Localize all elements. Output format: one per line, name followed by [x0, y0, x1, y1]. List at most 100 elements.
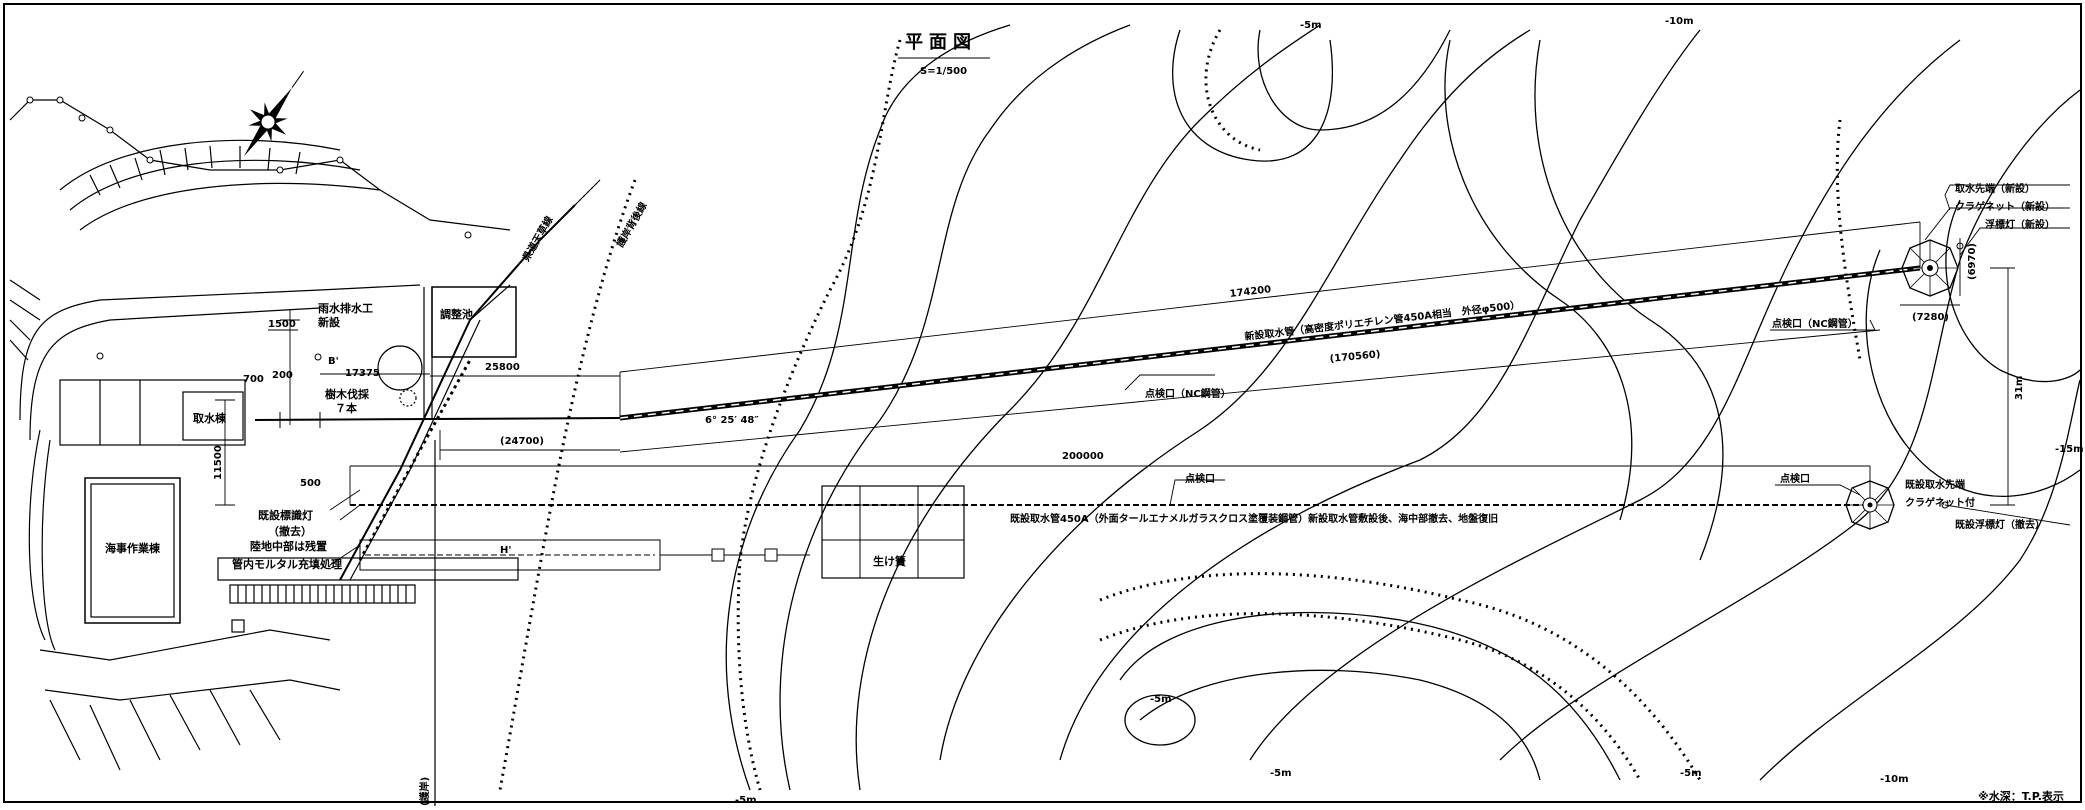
dim-170560: (170560) — [1329, 349, 1381, 365]
scalloped-contour — [1204, 29, 1261, 152]
survey-point — [336, 156, 344, 164]
contour-line — [725, 24, 1011, 791]
shoal-contour — [1124, 694, 1196, 746]
existing-pipe-label: 既設取水管450A（外面タールエナメルガラスクロス塗覆装鋼管）新設取水管敷設後、… — [1010, 512, 1498, 525]
coast-road — [28, 429, 46, 641]
tree-cut-label: 樹木伐採 — [325, 387, 370, 401]
pipe-lines — [254, 265, 1921, 579]
contour-line — [1759, 379, 2081, 781]
rain-drain-circle — [377, 345, 423, 391]
survey-point — [26, 96, 34, 104]
dim-6970: (6970) — [1967, 243, 1978, 280]
depth-label: -5m — [1150, 694, 1172, 705]
stairs — [229, 584, 416, 604]
leader — [1959, 227, 2070, 256]
depth-label: -5m — [1270, 768, 1292, 779]
leader — [1924, 207, 2070, 241]
intake-building-label: 取水棟 — [193, 411, 227, 425]
depth-label: -5m — [735, 795, 757, 806]
land-part-remain-label: 陸地中部は残置 — [250, 539, 327, 553]
depth-label: -5m — [1680, 768, 1702, 779]
survey-point — [56, 96, 64, 104]
survey-point — [106, 126, 114, 134]
dim-17375: 17375 — [345, 368, 380, 379]
rain-drain-new-label: 新設 — [318, 315, 341, 329]
contour-line — [1499, 89, 2081, 761]
hillside-hatch — [59, 139, 381, 231]
scalloped-contour — [1835, 119, 1862, 361]
dimension-lines — [215, 184, 2071, 566]
dim-200000: 200000 — [1062, 451, 1104, 462]
small-structure — [231, 619, 245, 633]
coast-road — [19, 284, 421, 421]
existing-lamp-removed-label: （撤去） — [268, 524, 312, 538]
drawing-scale: S=1/500 — [920, 66, 967, 77]
existing-net-label: クラゲネット付 — [1905, 496, 1975, 509]
tree-count-label: ７本 — [335, 401, 357, 415]
slope-lines — [9, 279, 41, 361]
coast-road — [41, 439, 56, 651]
land-area — [9, 99, 601, 806]
dim-7280: (7280) — [1912, 312, 1949, 323]
depth-label: -10m — [1880, 774, 1909, 785]
dim-31m: 31m — [2014, 376, 2025, 400]
contour-line — [1172, 29, 1334, 162]
contour-lines — [498, 24, 2081, 791]
pipe-joint — [711, 548, 725, 562]
survey-point — [276, 166, 284, 174]
dim-11500: 11500 — [213, 445, 224, 480]
new-net-label: クラゲネット（新設） — [1955, 200, 2055, 213]
inspection-label: 点検口 — [1780, 472, 1810, 485]
survey-point — [146, 156, 154, 164]
yard — [59, 379, 246, 446]
leader — [1169, 479, 1225, 506]
pipe-joint — [764, 548, 778, 562]
drawing-title: 平面図 — [905, 32, 977, 53]
new-pipe-land — [254, 417, 621, 421]
tree-marker — [399, 389, 417, 407]
marine-office-label: 海事作業棟 — [105, 541, 161, 555]
contour-line — [1257, 29, 1451, 131]
scalloped-contour — [736, 39, 902, 791]
depth-label: -15m — [2055, 444, 2084, 455]
contour-line — [1059, 29, 1701, 761]
new-intake-end — [1901, 239, 1964, 297]
leader — [339, 504, 361, 521]
property-line — [9, 99, 511, 231]
leader — [1775, 484, 1861, 496]
leader — [329, 489, 361, 511]
contour-line — [1119, 611, 1621, 781]
hillside-hatch — [89, 145, 301, 196]
new-intake-label: 取水先端（新設） — [1955, 182, 2035, 195]
dim-25800: 25800 — [485, 362, 520, 373]
new-intake-pipe — [619, 265, 1921, 421]
inspection-label: 点検口 — [1185, 472, 1215, 485]
dim-174200: 174200 — [1229, 284, 1272, 300]
depth-label: -10m — [1665, 16, 1694, 27]
fish-pen-label: 生け簀 — [873, 554, 906, 568]
fish-pen — [821, 485, 965, 579]
apron — [217, 557, 519, 581]
drawing-frame — [3, 3, 2082, 803]
dim-line-170560 — [619, 329, 1881, 453]
drawing-note: ※水深：T.P.表示 — [1978, 789, 2064, 803]
contour-line — [1249, 39, 1961, 761]
contour-line — [939, 29, 1531, 761]
dim-500: 500 — [300, 478, 321, 489]
north-arrow — [243, 70, 304, 157]
survey-point — [96, 352, 104, 360]
point-b: B' — [328, 356, 339, 367]
contour-line — [1139, 669, 1541, 781]
existing-intake-end — [1845, 480, 1949, 530]
leader — [329, 544, 361, 566]
road-edge — [469, 179, 601, 321]
seawall — [349, 319, 481, 581]
marine-office-inner — [90, 483, 175, 618]
dim-line-174200 — [619, 221, 1921, 373]
scalloped-contour — [1099, 572, 1702, 781]
pipe-angle: 6° 25′ 48″ — [705, 415, 759, 426]
contour-line — [1444, 39, 1633, 521]
new-float-lamp-label: 浮標灯（新設） — [1985, 218, 2055, 231]
seawall — [339, 204, 576, 581]
